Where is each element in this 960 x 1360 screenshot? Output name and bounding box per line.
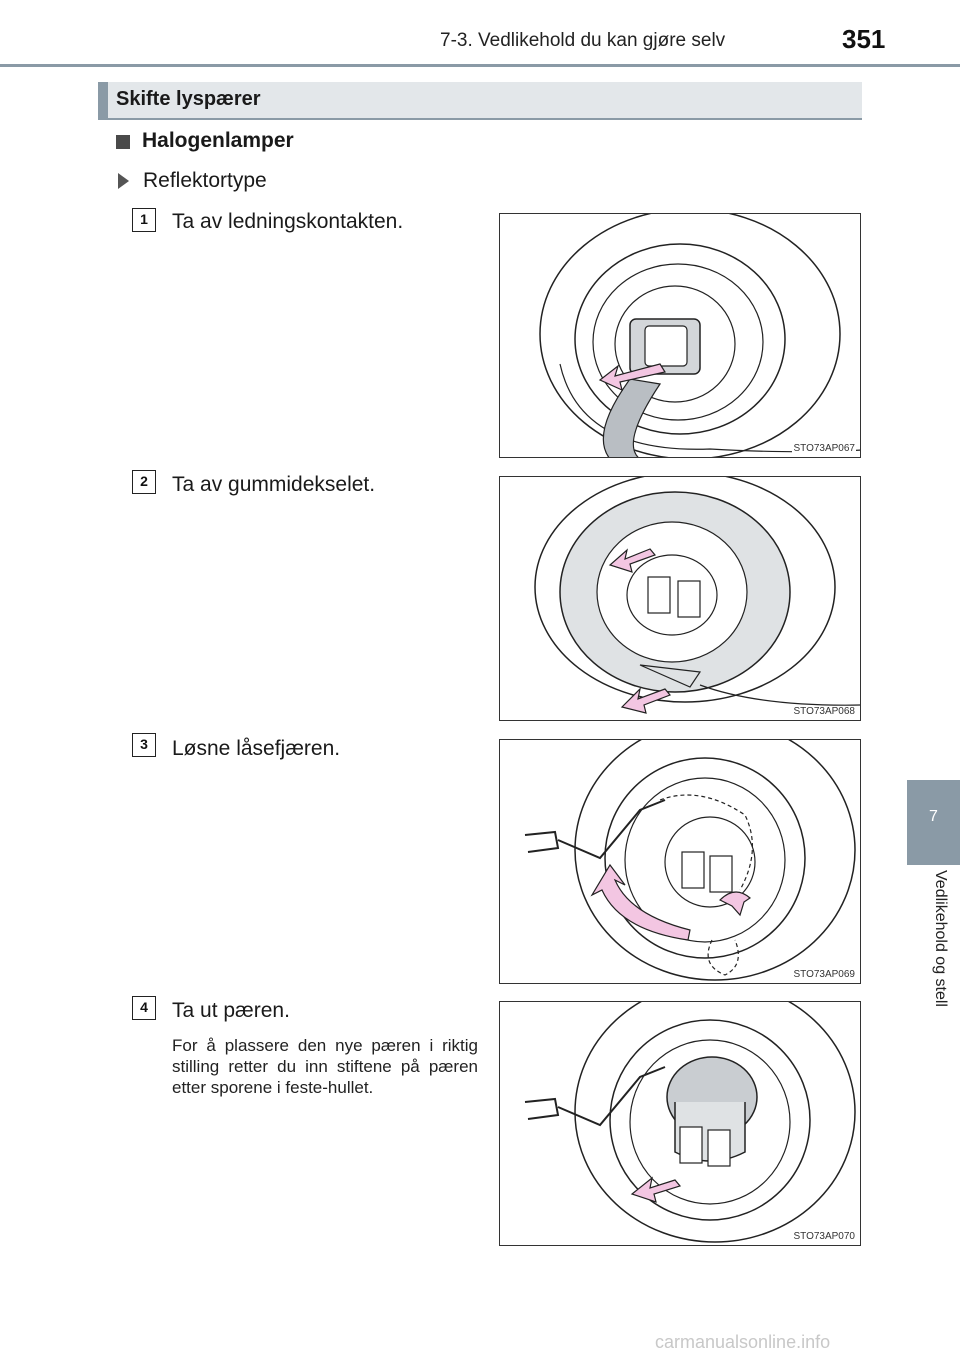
step-number: 3: [132, 733, 156, 757]
lock-spring-illustration: [524, 740, 856, 981]
figure-step-4: STO73AP070: [499, 1001, 861, 1246]
watermark: carmanualsonline.info: [655, 1332, 831, 1352]
figure-code: STO73AP067: [792, 443, 856, 454]
subheading: Halogenlamper: [142, 129, 294, 152]
rubber-cover-illustration: [534, 477, 860, 714]
page-number: 351: [842, 24, 886, 54]
running-header: 7-3. Vedlikehold du kan gjøre selv: [440, 30, 726, 51]
chapter-label: Vedlikehold og stell: [932, 870, 949, 1007]
figure-code: STO73AP070: [792, 1231, 856, 1242]
step-note: For å plassere den nye pæren i riktig st…: [172, 1036, 478, 1097]
figure-step-2: STO73AP068: [499, 476, 861, 721]
section-bar-accent: [98, 82, 108, 118]
step-text: Løsne låsefjæren.: [172, 737, 341, 760]
step-text: Ta ut pæren.: [172, 999, 290, 1022]
figure-code: STO73AP069: [792, 969, 856, 980]
step-text: Ta av ledningskontakten.: [172, 210, 404, 233]
remove-bulb-illustration: [524, 1002, 856, 1243]
figure-step-3: STO73AP069: [499, 739, 861, 984]
figure-code: STO73AP068: [792, 706, 856, 717]
section-title: Skifte lyspærer: [116, 88, 261, 110]
chapter-tab: 7: [907, 780, 960, 865]
triangle-bullet-icon: [118, 173, 129, 189]
step-number: 2: [132, 470, 156, 494]
section-title-bar: Skifte lyspærer: [98, 82, 862, 120]
header-rule: [0, 64, 960, 67]
step-text: Ta av gummidekselet.: [172, 473, 376, 496]
step-number: 4: [132, 996, 156, 1020]
type-heading: Reflektortype: [143, 169, 267, 192]
figure-step-1: STO73AP067: [499, 213, 861, 458]
headlamp-connector-illustration: [539, 214, 860, 457]
chapter-number: 7: [929, 808, 938, 825]
square-bullet-icon: [116, 135, 130, 149]
step-number: 1: [132, 208, 156, 232]
